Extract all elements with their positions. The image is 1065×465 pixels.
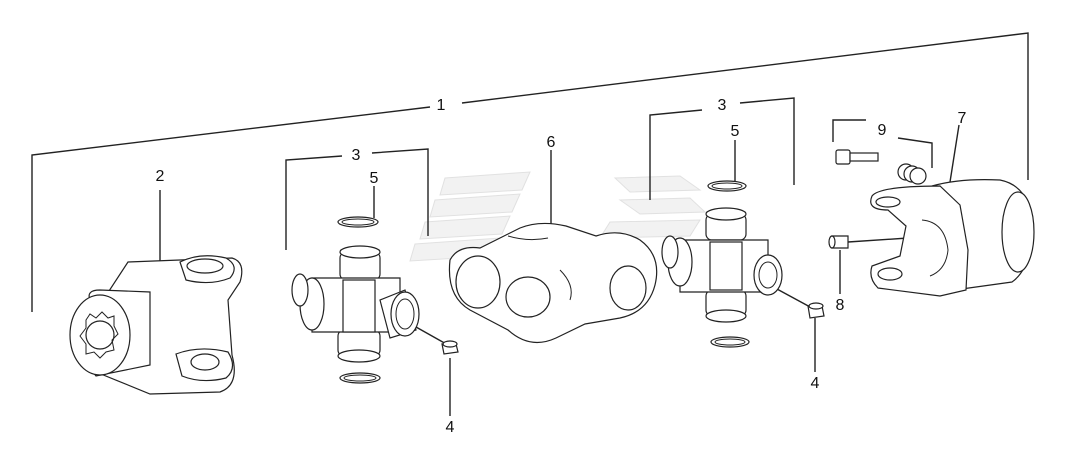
callout-9: 9	[878, 122, 887, 139]
grease-nipple-part-8	[828, 235, 849, 249]
universal-cross-right	[661, 207, 783, 323]
retaining-ring-lower-right	[710, 336, 750, 348]
shield-yoke-part-7	[870, 179, 1035, 297]
callout-1: 1	[437, 97, 446, 114]
bracket-bolts	[832, 119, 933, 168]
leader-lines	[159, 124, 960, 416]
callout-3-right: 3	[718, 97, 727, 114]
bracket-assembly	[31, 32, 1029, 312]
retaining-ring-lower-left	[339, 372, 381, 384]
center-coupling-part-6	[448, 222, 658, 344]
grease-nipple-right	[807, 302, 825, 319]
callout-4-left: 4	[446, 419, 455, 436]
watermark-logo	[409, 171, 707, 301]
callout-8: 8	[836, 297, 845, 314]
yoke-part-2	[69, 255, 243, 395]
bolt-set-part-9	[835, 149, 927, 185]
callout-5-right: 5	[731, 123, 740, 140]
callout-7: 7	[958, 110, 967, 127]
callout-2: 2	[156, 168, 165, 185]
callout-5-left: 5	[370, 170, 379, 187]
retaining-ring-upper-right	[707, 180, 747, 192]
callout-4-right: 4	[811, 375, 820, 392]
universal-cross-left	[291, 245, 420, 363]
callout-3-left: 3	[352, 147, 361, 164]
bracket-cross-right	[649, 97, 795, 200]
bracket-cross-left	[285, 148, 429, 250]
grease-nipple-left	[441, 340, 459, 355]
callout-6: 6	[547, 134, 556, 151]
retaining-ring-upper-left	[337, 216, 379, 228]
callout-labels: 1 2 3 3 5 5 6 7 4 4 8 9	[156, 97, 967, 436]
